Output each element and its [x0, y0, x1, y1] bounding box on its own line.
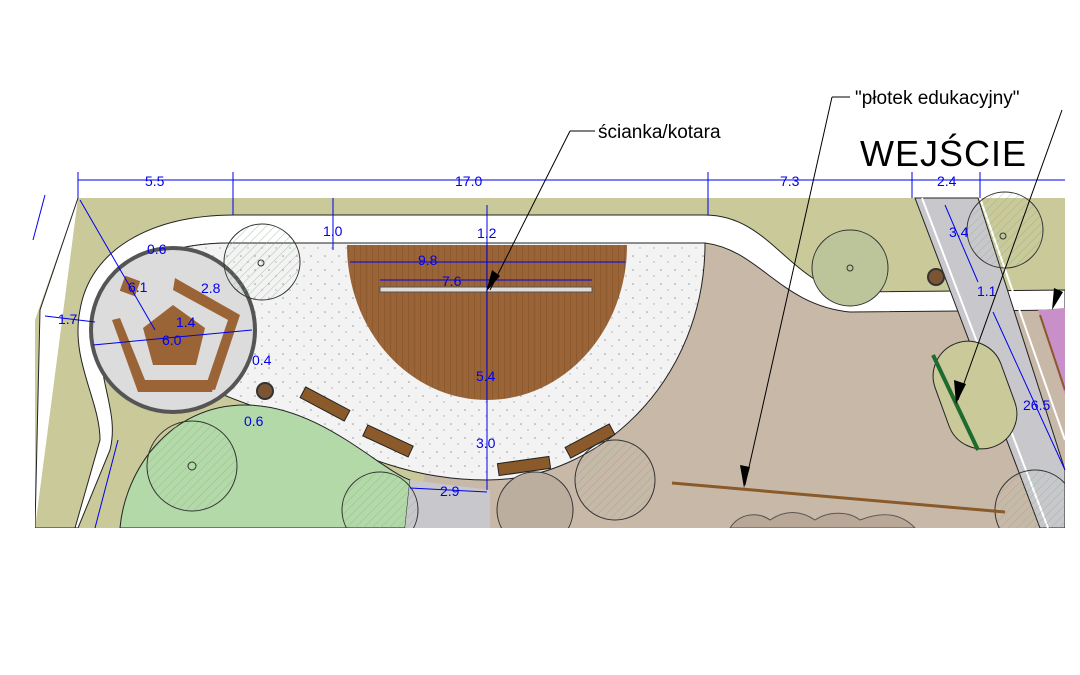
dim-1-7: 1.7	[58, 311, 78, 327]
dim-3-0: 3.0	[476, 435, 496, 451]
dim-6-1: 6.1	[128, 279, 148, 295]
dim-3-4: 3.4	[949, 224, 969, 240]
tree	[994, 469, 1065, 528]
hedge	[729, 512, 916, 528]
educational-fence-label: "płotek edukacyjny"	[855, 88, 1020, 109]
tree	[811, 229, 889, 307]
leader-lines	[486, 96, 1063, 488]
bench	[299, 386, 351, 422]
dim-2-9: 2.9	[440, 483, 460, 499]
dim-1-2: 1.2	[477, 225, 497, 241]
tree	[496, 471, 574, 528]
bin	[256, 382, 274, 400]
dim-26-5: 26.5	[1023, 397, 1050, 413]
educational-fence	[671, 481, 1006, 514]
dim-1-1: 1.1	[977, 283, 997, 299]
bench	[362, 424, 414, 458]
tree	[223, 223, 301, 301]
bench-chevron	[112, 278, 240, 392]
bench	[496, 455, 552, 477]
dim-17-0: 17.0	[455, 173, 482, 189]
dimension-lines	[32, 172, 1066, 529]
dim-2-4: 2.4	[937, 173, 957, 189]
dim-7-6: 7.6	[442, 273, 462, 289]
pentagon-table	[143, 305, 205, 365]
tree	[341, 471, 419, 528]
dim-7-3: 7.3	[780, 173, 800, 189]
oval-planting-bed	[932, 340, 1018, 450]
dim-5-5: 5.5	[145, 173, 165, 189]
bench	[564, 423, 616, 459]
dim-0-4: 0.4	[252, 352, 272, 368]
dim-5-4: 5.4	[476, 368, 496, 384]
curtain-wall-label: ścianka/kotara	[598, 122, 721, 143]
dim-2-8: 2.8	[201, 280, 221, 296]
entrance-label: WEJŚCIE	[860, 132, 1027, 174]
dim-6-0: 6.0	[162, 332, 182, 348]
dim-1-4: 1.4	[176, 314, 196, 330]
tree	[146, 420, 238, 512]
curtain-wall	[379, 286, 593, 293]
tree	[574, 439, 656, 521]
educational-fence-green	[931, 354, 980, 451]
dim-0-6-bottom: 0.6	[244, 413, 264, 429]
dim-1-0: 1.0	[323, 223, 343, 239]
bin	[927, 268, 945, 286]
dim-0-6-top: 0.6	[147, 241, 167, 257]
dim-9-8: 9.8	[418, 252, 438, 268]
paved-path-bottom	[405, 480, 490, 528]
tree	[966, 191, 1044, 269]
